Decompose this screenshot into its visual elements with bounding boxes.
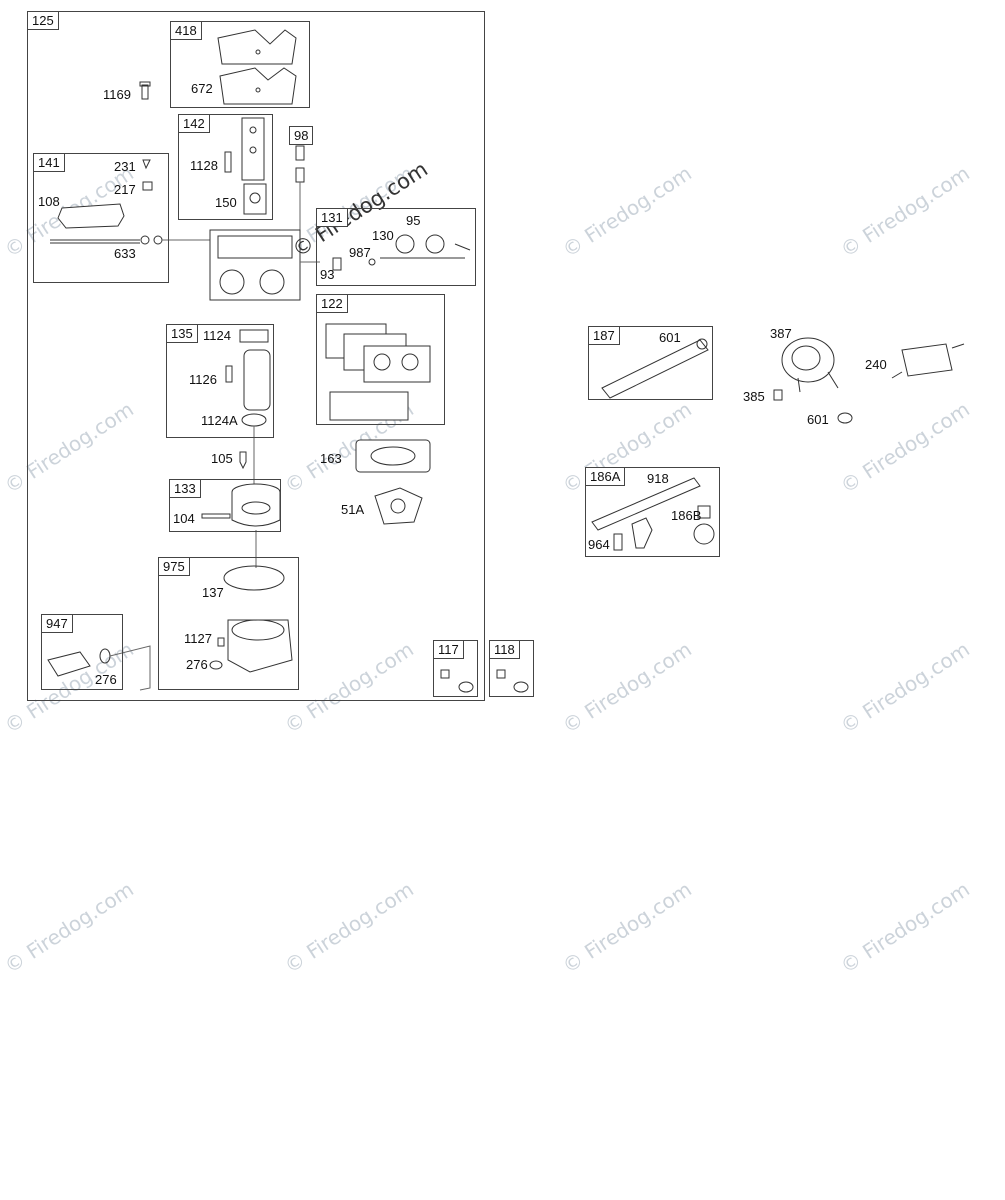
- group-133-frame: [169, 479, 281, 532]
- group-141-frame: [33, 153, 169, 283]
- bowl-975: [228, 620, 292, 672]
- part-964-label: 964: [588, 537, 610, 552]
- group-125-label: 125: [27, 11, 59, 30]
- group-118-label: 118: [489, 640, 520, 659]
- group-98-label: 98: [289, 126, 314, 145]
- gasket-122-b: [330, 392, 408, 420]
- part-1169-label: 1169: [103, 87, 131, 102]
- group-135-label: 135: [166, 324, 198, 343]
- part-1124A-label: 1124A: [201, 413, 238, 428]
- part-240-label: 240: [865, 357, 887, 372]
- gasket-418: [218, 30, 296, 64]
- gasket-163: [356, 440, 430, 472]
- part-1127-label: 1127: [184, 631, 212, 646]
- plate-142: [242, 118, 264, 180]
- part-601-label: 601: [659, 330, 681, 345]
- fuel-filter-240: [902, 344, 952, 376]
- part-633-label: 633: [114, 246, 136, 261]
- group-131-frame: [316, 208, 476, 286]
- part-104-label: 104: [173, 511, 195, 526]
- part-51A-label: 51A: [341, 502, 365, 517]
- fuel-hose-918: [592, 478, 700, 530]
- throttle-plate-108: [58, 204, 124, 228]
- part-231-label: 231: [114, 159, 136, 174]
- fuel-pump-387: [782, 338, 834, 382]
- part-93-label: 93: [320, 267, 335, 282]
- group-186A-frame: [585, 467, 720, 557]
- group-947-frame: [41, 614, 123, 690]
- float-135: [240, 330, 268, 342]
- part-108-label: 108: [38, 194, 60, 209]
- group-186A-label: 186A: [585, 467, 626, 486]
- group-975-label: 975: [158, 557, 190, 576]
- part-1128-label: 1128: [190, 158, 218, 173]
- fitting: [632, 518, 652, 548]
- screw-1128: [225, 152, 231, 172]
- group-131-label: 131: [316, 208, 348, 227]
- group-125-frame: [27, 11, 485, 701]
- part-118: [497, 670, 505, 678]
- gasket-51A: [375, 488, 422, 524]
- part-163-label: 163: [320, 451, 342, 466]
- part-150-label: 150: [215, 195, 237, 210]
- part-117: [441, 670, 449, 678]
- group-418-frame: [170, 21, 310, 108]
- group-141-label: 141: [33, 153, 65, 172]
- group-133-label: 133: [169, 479, 201, 498]
- part-1126-label: 1126: [189, 372, 217, 387]
- choke-plate: [396, 235, 414, 253]
- plate-150: [244, 184, 266, 214]
- part-987-label: 987: [349, 245, 371, 260]
- group-187-frame: [588, 326, 713, 400]
- part-217-label: 217: [114, 182, 136, 197]
- carburetor-body: [210, 230, 300, 300]
- screw-98: [296, 146, 304, 160]
- part-387-label: 387: [770, 326, 792, 341]
- oring-137: [224, 566, 284, 590]
- part-130-label: 130: [372, 228, 394, 243]
- group-418-label: 418: [170, 21, 202, 40]
- screw-1169: [142, 85, 148, 99]
- part-105-label: 105: [211, 451, 233, 466]
- part-276-label-947: 276: [95, 672, 117, 687]
- valve-186B: [694, 524, 714, 544]
- part-918-label: 918: [647, 471, 669, 486]
- needle-105: [240, 452, 246, 468]
- gasket-672: [220, 68, 296, 104]
- part-672-label: 672: [191, 81, 213, 96]
- part-186B-label: 186B: [671, 508, 702, 523]
- group-122-frame: [316, 294, 445, 425]
- part-276-label: 276: [186, 657, 208, 672]
- solenoid-947: [48, 652, 90, 676]
- group-117-label: 117: [433, 640, 464, 659]
- group-975-frame: [158, 557, 299, 690]
- group-135-frame: [166, 324, 274, 438]
- part-385-label: 385: [743, 389, 765, 404]
- group-122-label: 122: [316, 294, 348, 313]
- part-1124-label: 1124: [203, 328, 231, 343]
- part-601-label-clamp: 601: [807, 412, 829, 427]
- part-137-label: 137: [202, 585, 224, 600]
- fuel-line-187: [602, 340, 708, 398]
- group-142-frame: [178, 114, 273, 220]
- part-95-label: 95: [406, 213, 421, 228]
- group-142-label: 142: [178, 114, 210, 133]
- group-947-label: 947: [41, 614, 73, 633]
- group-187-label: 187: [588, 326, 620, 345]
